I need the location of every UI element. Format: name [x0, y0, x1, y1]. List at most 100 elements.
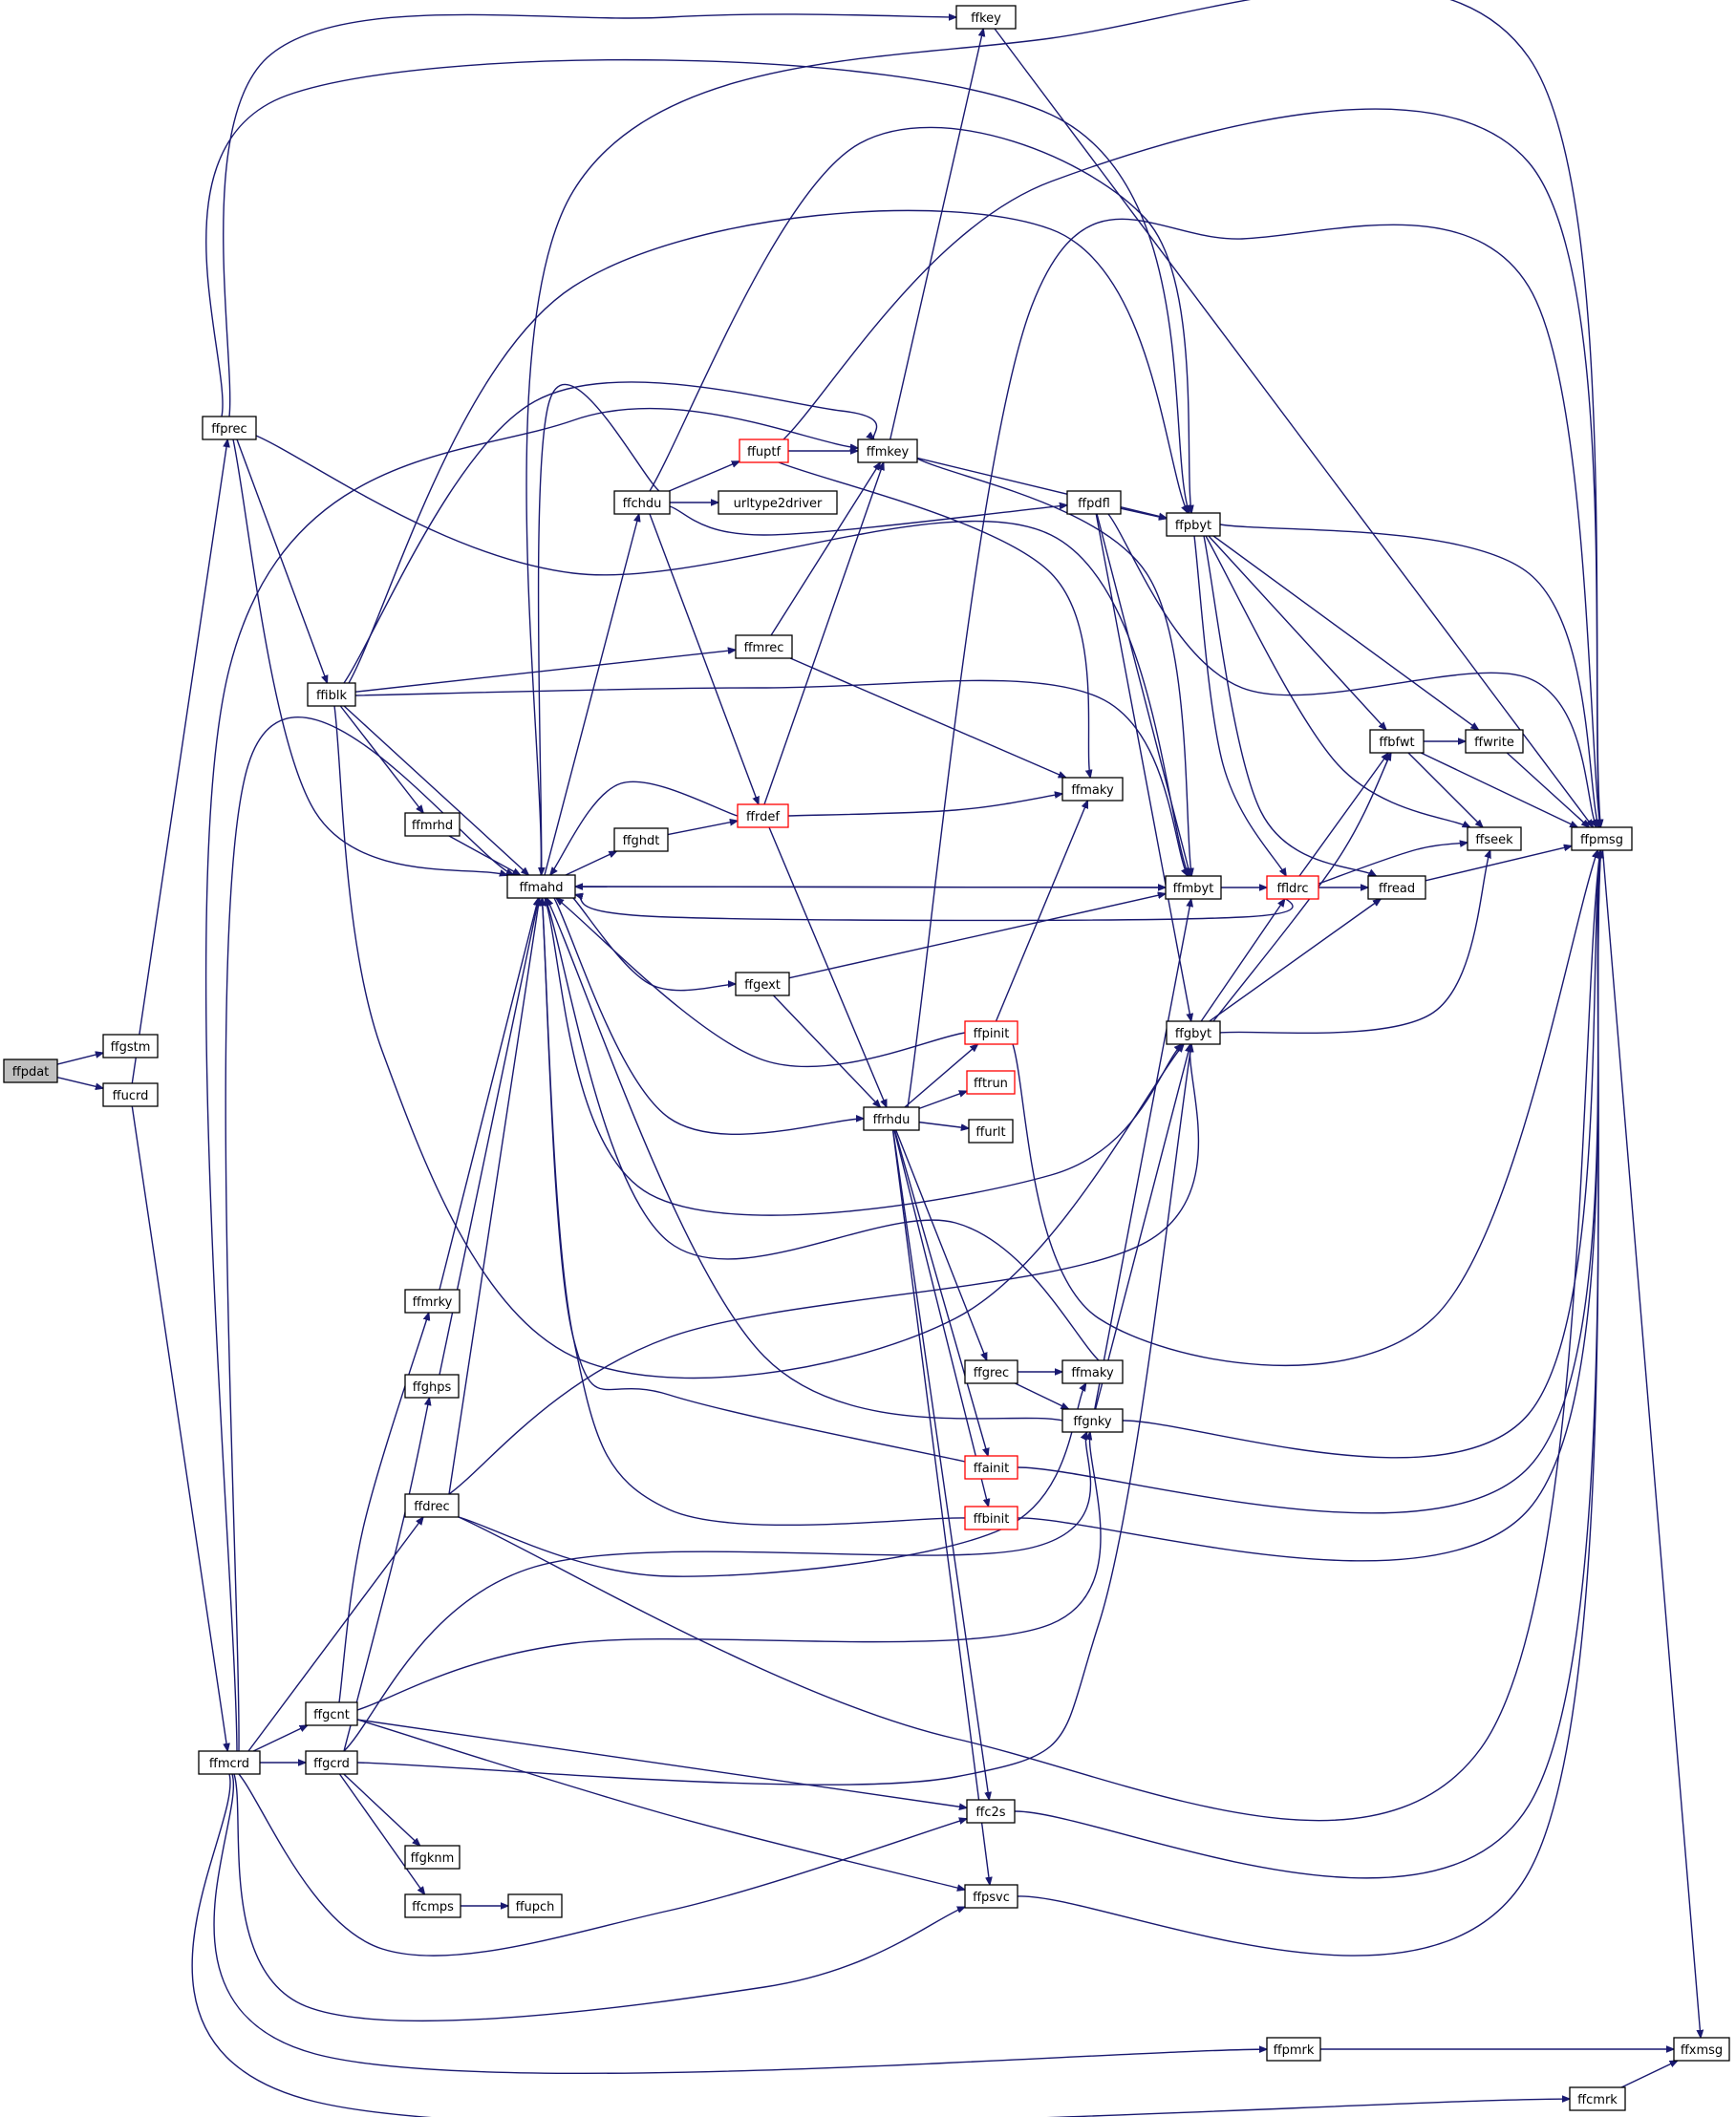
node-label: ffpinit: [974, 1027, 1010, 1041]
node-urltype2driver[interactable]: urltype2driver: [718, 490, 838, 515]
node-ffucrd[interactable]: ffucrd: [102, 1082, 159, 1107]
edge-line: [778, 461, 1090, 778]
node-ffcmps[interactable]: ffcmps: [404, 1893, 461, 1918]
edge-ffghdt-to-ffrdef: [667, 821, 738, 836]
edge-line: [892, 1129, 990, 1800]
node-ffgext[interactable]: ffgext: [735, 972, 790, 996]
node-ffmcrd[interactable]: ffmcrd: [198, 1750, 261, 1775]
edge-ffpbyt-to-ffldrc: [1193, 535, 1286, 876]
node-ffchdu[interactable]: ffchdu: [613, 490, 671, 515]
node-ffgbyt[interactable]: ffgbyt: [1166, 1020, 1221, 1045]
edge-ffpbyt-to-ffbfwt: [1208, 535, 1386, 730]
node-ffmaky1[interactable]: ffmaky: [1061, 777, 1124, 802]
node-label: ffbinit: [974, 1512, 1010, 1527]
node-ffpmrk[interactable]: ffpmrk: [1266, 2037, 1321, 2062]
node-box: [1367, 875, 1426, 900]
edge-line: [1219, 524, 1598, 827]
edge-ffgcnt-to-ffmrky: [338, 1313, 429, 1703]
edge-ffrhdu-to-ffpinit: [904, 1044, 978, 1108]
node-ffxmsg[interactable]: ffxmsg: [1673, 2037, 1730, 2062]
node-ffcmrk[interactable]: ffcmrk: [1569, 2086, 1626, 2111]
edge-line: [788, 893, 1166, 979]
node-ffuptf[interactable]: ffuptf: [739, 438, 789, 463]
edge-ffmahd-to-ffchdu: [544, 514, 639, 876]
node-box: [1467, 826, 1522, 851]
node-ffupch[interactable]: ffupch: [507, 1893, 563, 1918]
node-label: ffdrec: [414, 1500, 449, 1514]
edge-ffbfwt-to-ffseek: [1407, 752, 1483, 827]
node-ffgknm[interactable]: ffgknm: [404, 1845, 461, 1870]
node-ffghdt[interactable]: ffghdt: [613, 827, 669, 852]
node-ffgnky[interactable]: ffgnky: [1061, 1408, 1124, 1433]
edge-ffgcnt-to-ffgnky: [356, 1432, 1102, 1711]
node-box: [102, 1034, 159, 1058]
node-ffpmsg[interactable]: ffpmsg: [1571, 826, 1633, 851]
node-ffread[interactable]: ffread: [1367, 875, 1426, 900]
node-ffgcnt[interactable]: ffgcnt: [305, 1701, 358, 1726]
edge-line: [223, 14, 956, 417]
node-ffghps[interactable]: ffghps: [404, 1374, 460, 1399]
node-label: ffmkey: [867, 445, 910, 460]
edge-ffuptf-to-ffmaky1: [778, 461, 1090, 778]
node-ffpinit[interactable]: ffpinit: [964, 1020, 1018, 1045]
edge-line: [789, 657, 1066, 779]
node-ffprec[interactable]: ffprec: [202, 416, 257, 440]
edge-line: [770, 462, 880, 636]
node-ffiblk[interactable]: ffiblk: [307, 682, 356, 707]
edge-line: [904, 1044, 978, 1108]
node-ffpdat[interactable]: ffpdat: [3, 1058, 58, 1083]
edge-line: [1506, 752, 1589, 827]
node-ffrhdu[interactable]: ffrhdu: [863, 1106, 920, 1131]
edge-line: [891, 1129, 990, 1885]
node-label: ffkey: [971, 11, 1001, 26]
node-ffurlt[interactable]: ffurlt: [968, 1119, 1014, 1144]
edge-line: [131, 1105, 227, 1751]
node-ffmbyt[interactable]: ffmbyt: [1165, 875, 1222, 900]
node-ffrdef[interactable]: ffrdef: [737, 803, 789, 828]
node-ffgcrd[interactable]: ffgcrd: [305, 1750, 358, 1775]
node-ffwrite[interactable]: ffwrite: [1465, 729, 1524, 754]
node-ffpbyt[interactable]: ffpbyt: [1166, 512, 1221, 537]
node-ffc2s[interactable]: ffc2s: [966, 1799, 1016, 1824]
node-ffmaky2[interactable]: ffmaky: [1061, 1359, 1124, 1384]
node-ffbinit[interactable]: ffbinit: [964, 1506, 1018, 1530]
edge-ffmrky-to-ffmahd: [439, 898, 538, 1291]
edge-line: [550, 781, 739, 875]
node-ffmrky[interactable]: ffmrky: [404, 1289, 461, 1314]
node-fftrun[interactable]: fftrun: [966, 1070, 1016, 1095]
node-box: [305, 1750, 358, 1775]
node-ffbfwt[interactable]: ffbfwt: [1369, 729, 1425, 754]
node-ffseek[interactable]: ffseek: [1467, 826, 1522, 851]
edge-line: [1219, 850, 1490, 1034]
node-ffainit[interactable]: ffainit: [964, 1455, 1018, 1480]
node-box: [737, 803, 789, 828]
node-ffmkey[interactable]: ffmkey: [857, 438, 918, 463]
node-ffgstm[interactable]: ffgstm: [102, 1034, 159, 1058]
edge-ffiblk-to-ffmbyt: [354, 679, 1188, 876]
node-box: [1673, 2037, 1730, 2062]
node-ffdrec[interactable]: ffdrec: [404, 1493, 460, 1518]
node-ffmrec[interactable]: ffmrec: [735, 634, 793, 659]
node-box: [964, 1020, 1018, 1045]
edge-line: [338, 1313, 429, 1703]
edge-line: [1425, 845, 1572, 882]
edge-ffchdu-to-ffpbyt: [649, 126, 1191, 513]
node-label: ffmrky: [413, 1295, 453, 1310]
node-ffkey[interactable]: ffkey: [955, 5, 1017, 30]
edge-line: [339, 705, 423, 813]
edge-line: [1620, 2061, 1678, 2088]
node-box: [1571, 826, 1633, 851]
node-ffgrec[interactable]: ffgrec: [964, 1359, 1018, 1384]
node-ffpdfl[interactable]: ffpdfl: [1066, 490, 1122, 515]
edge-ffpdfl-to-ffpmsg: [1107, 513, 1597, 827]
node-ffldrc[interactable]: ffldrc: [1266, 875, 1319, 900]
edge-ffcmrk-to-ffxmsg: [1620, 2061, 1678, 2088]
node-box: [964, 1359, 1018, 1384]
node-ffmahd[interactable]: ffmahd: [506, 874, 576, 899]
node-ffpsvc[interactable]: ffpsvc: [964, 1884, 1018, 1909]
edge-line: [553, 897, 864, 1135]
node-ffmrhd[interactable]: ffmrhd: [404, 812, 461, 837]
node-box: [735, 972, 790, 996]
node-label: ffmahd: [519, 881, 563, 895]
